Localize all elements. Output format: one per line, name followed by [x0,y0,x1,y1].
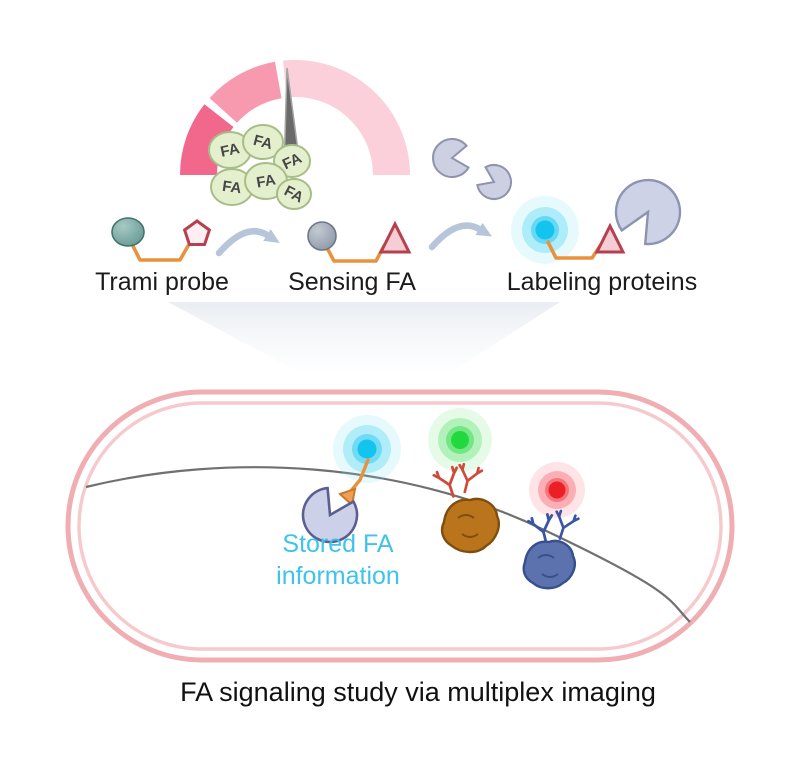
probe-linker [324,244,386,263]
trami-probe-graphic [111,217,212,262]
red-fluorophore-core [548,481,566,499]
protein-texture [537,554,559,578]
triangle-activated-group [378,220,412,254]
teal-dye-sphere [111,217,145,247]
triangle-activated-group [594,222,626,254]
probe-linker [130,242,190,262]
stored-fa-label-line2: information [276,562,400,590]
stage-label-sensing-fa: Sensing FA [288,268,416,296]
protein-texture [457,514,479,538]
arrow-labeling [428,222,492,251]
stage-label-trami-probe: Trami probe [95,268,229,296]
fa-molecule [276,178,312,210]
gray-dye-sphere [307,221,337,251]
cell-membrane-outer [65,389,735,663]
triangle-activated-group [338,487,357,507]
fa-molecule-label: FA [219,140,241,161]
stored-fa-label-line1: Stored FA [282,530,393,558]
target-protein-brown [440,497,500,554]
curved-arrow-icon [428,222,483,251]
arrowhead-icon [263,229,280,243]
fa-molecule-label: FA [221,178,243,198]
fa-molecule-label: FA [255,171,277,191]
gauge-segment-dark [180,104,234,175]
enzyme-pacman-icon [432,138,470,178]
red-labeled-complex [522,462,585,590]
gauge-segment-mid [209,61,282,123]
fa-level-gauge [180,59,411,175]
cell-outline [65,389,735,663]
labeling-proteins-graphic [511,178,682,264]
pentagon-sensing-group [182,219,212,246]
stored-fa-complex [301,415,401,544]
protein-pacman [301,486,359,544]
protein-pacman [614,178,682,246]
arrow-sensing [215,228,280,257]
arrowhead-icon [475,222,492,237]
fa-molecule-label: FA [280,150,305,174]
green-labeled-complex [428,408,500,554]
probe-linker [348,458,370,494]
cyan-fluorophore-core [357,439,377,459]
stage-label-labeling-proteins: Labeling proteins [507,268,697,296]
fa-molecule-labels: FA FA FA FA FA FA [219,132,306,207]
fa-molecule [242,124,284,160]
curved-arrow-icon [215,228,271,257]
figure-caption: FA signaling study via multiplex imaging [180,677,656,707]
target-protein-blue [522,539,577,590]
fa-molecule-label: FA [251,132,274,153]
green-fluorophore-core [451,431,469,449]
funnel-beam [168,302,560,374]
fa-molecule-cluster [208,124,312,210]
sensing-fa-graphic [307,220,412,263]
enzyme-pacmen [432,138,513,200]
enzyme-pacman-icon [476,164,513,200]
cell-membrane-inner [77,401,723,651]
cyan-fluorophore-core [535,220,555,240]
gauge-segment-light [283,59,411,175]
